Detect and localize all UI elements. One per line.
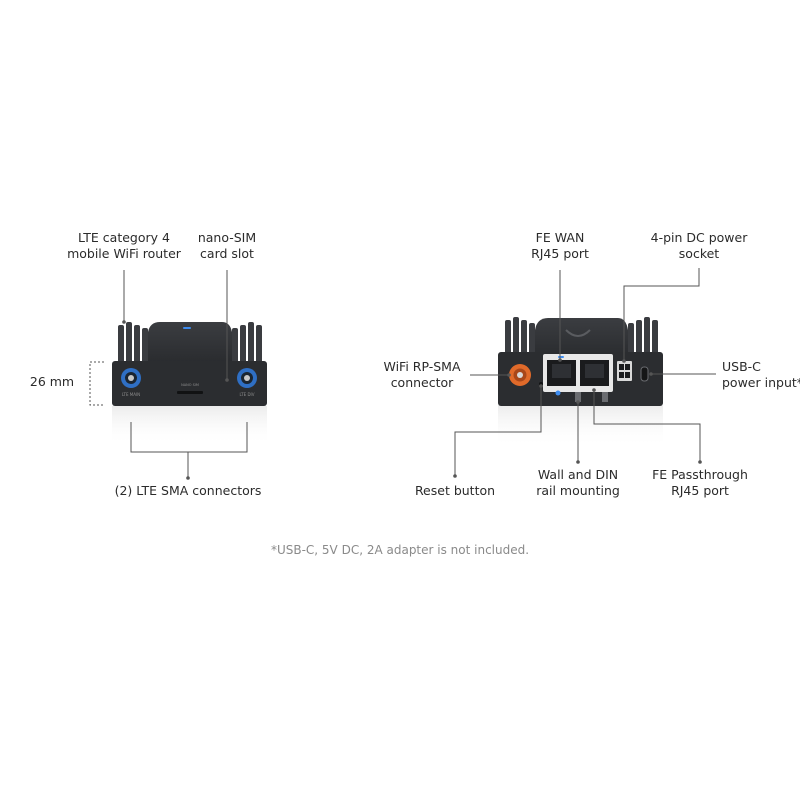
label-reset: Reset button [405, 483, 505, 499]
label-usbc-line2: power input* [722, 375, 800, 390]
leader-lines [89, 268, 716, 478]
front-device: LTE MAIN LTE DIV NANO SIM [112, 322, 267, 446]
nano-sim-slot [177, 391, 203, 394]
rj45-wan-port [547, 360, 576, 386]
label-wifi-sma: WiFi RP-SMA connector [372, 359, 472, 391]
usbc-port [640, 366, 649, 382]
lte-sma-right [237, 368, 257, 388]
label-nano-sim: nano-SIM card slot [182, 230, 272, 262]
front-device-reflection [112, 406, 267, 446]
front-top-cover [148, 322, 232, 362]
label-dc-power: 4-pin DC power socket [636, 230, 762, 262]
front-heatsink-left [118, 322, 148, 363]
status-light [555, 390, 561, 396]
label-fe-wan: FE WAN RJ45 port [520, 230, 600, 262]
label-lte-router: LTE category 4 mobile WiFi router [58, 230, 190, 262]
wan-led [558, 356, 564, 358]
label-fe-pass-line2: RJ45 port [671, 483, 729, 498]
label-height: 26 mm [24, 374, 80, 390]
label-lte-sma-text: (2) LTE SMA connectors [114, 483, 262, 498]
label-lte-sma: (2) LTE SMA connectors [98, 483, 278, 499]
rear-device-reflection [498, 405, 663, 447]
label-mounting: Wall and DIN rail mounting [522, 467, 634, 499]
label-dc-power-line1: 4-pin DC power [650, 230, 748, 245]
label-reset-text: Reset button [414, 483, 496, 498]
label-fe-pass: FE Passthrough RJ45 port [644, 467, 756, 499]
front-ant-left-text: LTE MAIN [122, 392, 140, 397]
label-fe-wan-line2: RJ45 port [531, 246, 589, 261]
label-usbc: USB-C power input* [722, 359, 800, 391]
rj45-passthrough-port [580, 360, 609, 386]
label-fe-wan-line1: FE WAN [535, 230, 585, 245]
label-wifi-sma-line1: WiFi RP-SMA [383, 359, 461, 374]
label-mounting-line1: Wall and DIN [537, 467, 619, 482]
label-nano-sim-line1: nano-SIM [197, 230, 257, 245]
label-lte-router-line2: mobile WiFi router [67, 246, 181, 261]
label-lte-router-line1: LTE category 4 [78, 230, 170, 245]
rear-top-cover [535, 318, 628, 356]
label-usbc-line1: USB-C [722, 359, 761, 374]
mount-tab-left [575, 392, 581, 402]
front-led [183, 327, 191, 329]
label-wifi-sma-line2: connector [390, 375, 454, 390]
label-mounting-line2: rail mounting [536, 483, 620, 498]
sim-tag-text: NANO SIM [181, 383, 199, 387]
footnote: *USB-C, 5V DC, 2A adapter is not include… [270, 543, 530, 557]
label-height-text: 26 mm [29, 374, 75, 389]
mount-tab-right [602, 392, 608, 402]
label-nano-sim-line2: card slot [200, 246, 254, 261]
wifi-rp-sma-connector [509, 364, 531, 386]
label-dc-power-line2: socket [678, 246, 720, 261]
leader-dots [122, 320, 702, 480]
label-fe-pass-line1: FE Passthrough [652, 467, 748, 482]
front-ant-right-text: LTE DIV [240, 392, 255, 397]
rear-logo [565, 329, 591, 337]
front-heatsink-right [232, 322, 262, 363]
dc-power-socket [617, 361, 632, 381]
lte-sma-left [121, 368, 141, 388]
rear-device [498, 317, 663, 447]
front-body [112, 361, 267, 406]
